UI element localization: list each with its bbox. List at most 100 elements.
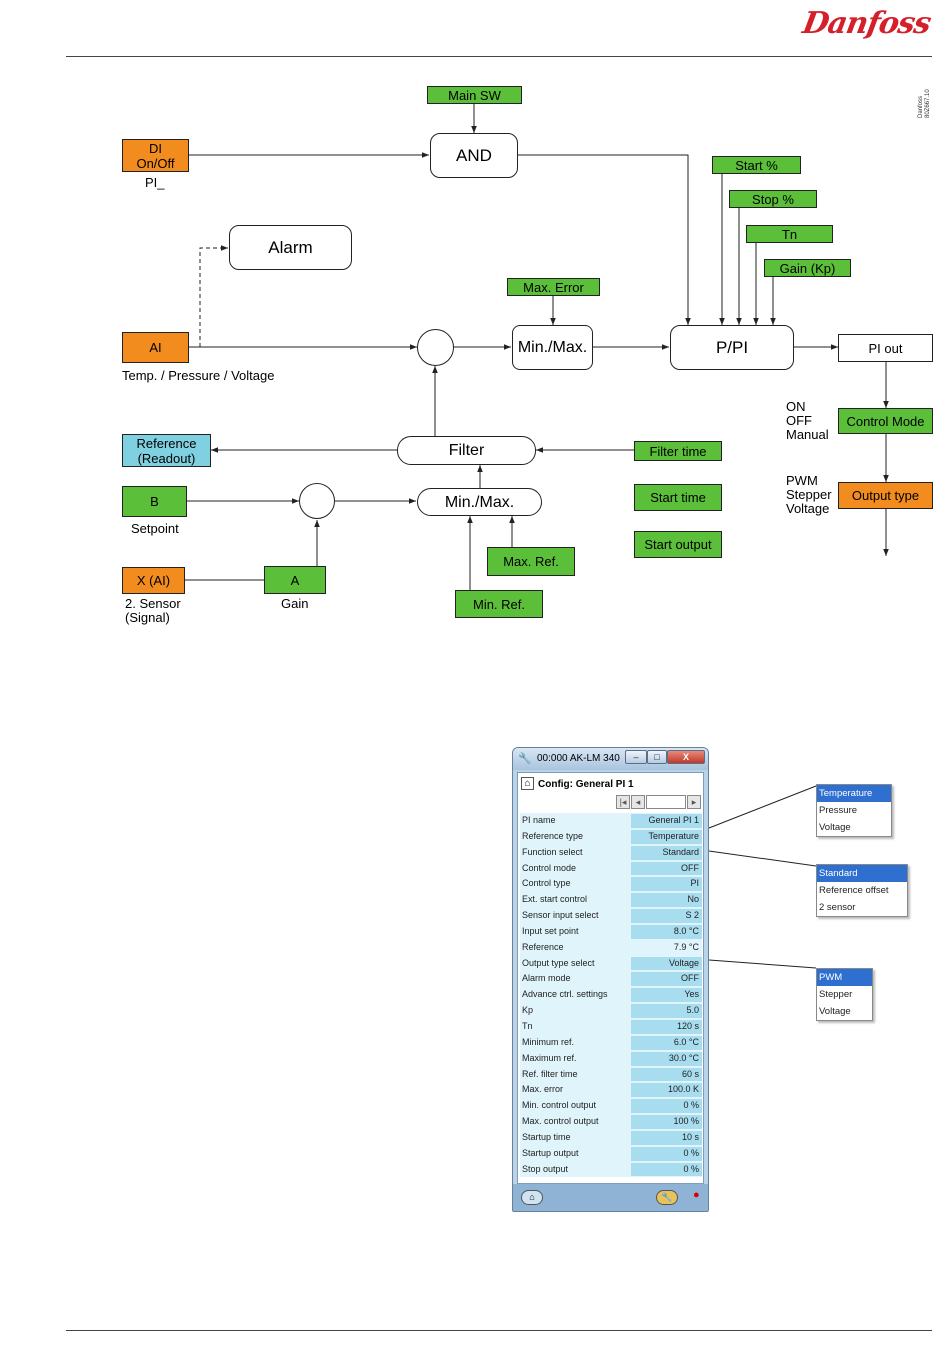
dropdown-option[interactable]: Reference offset xyxy=(819,885,889,896)
stop-pct-input: Stop % xyxy=(729,190,817,208)
minmax-upper-label: Min./Max. xyxy=(517,339,588,356)
output-type-block: Output type xyxy=(838,482,933,509)
config-row: Kp 5.0 xyxy=(520,1003,702,1019)
dropdown-option[interactable]: 2 sensor xyxy=(819,902,856,913)
start-output-input: Start output xyxy=(634,531,722,558)
config-row-name: Stop output xyxy=(522,1163,569,1174)
config-row-name: Ext. start control xyxy=(522,894,588,905)
di-label: DI On/Off xyxy=(136,140,175,171)
config-row-value[interactable]: 100 % xyxy=(631,1115,702,1129)
maximize-button[interactable]: □ xyxy=(647,750,667,764)
config-row-value[interactable]: 100.0 K xyxy=(631,1083,702,1098)
dropdown-option[interactable]: Standard xyxy=(817,865,907,882)
config-row-value[interactable]: Standard xyxy=(631,845,702,860)
config-row-value[interactable]: 120 s xyxy=(631,1019,702,1034)
config-row-name: Kp xyxy=(522,1005,534,1016)
config-row-value[interactable]: No xyxy=(631,893,702,908)
config-title: Config: General PI 1 xyxy=(538,779,634,790)
window-titlebar[interactable]: 🔧 00:000 AK-LM 340 – □ X xyxy=(513,748,708,770)
prev-page-icon[interactable]: ◂ xyxy=(631,795,645,809)
config-row-value[interactable]: OFF xyxy=(631,972,702,987)
config-row-value[interactable]: 5.0 xyxy=(631,1004,702,1018)
config-row-name: Output type select xyxy=(522,957,595,968)
config-row-name: Startup time xyxy=(522,1131,571,1142)
home-footer-icon[interactable]: ⌂ xyxy=(521,1190,543,1205)
alarm-bell-icon[interactable]: ● xyxy=(693,1189,700,1201)
dropdown-option[interactable]: Pressure xyxy=(819,805,858,816)
config-row-value[interactable]: PI xyxy=(631,877,702,892)
config-row-name: Control type xyxy=(522,878,571,889)
service-wrench-icon[interactable]: 🔧 xyxy=(656,1190,678,1205)
a-label: A xyxy=(290,572,300,588)
config-row-value[interactable]: 60 s xyxy=(631,1067,702,1082)
ppi-label: P/PI xyxy=(715,338,749,357)
config-row-name: Sensor input select xyxy=(522,910,599,921)
config-row-name: Minimum ref. xyxy=(522,1036,575,1047)
config-row-value[interactable]: 0 % xyxy=(631,1099,702,1114)
di-on-off-input: DI On/Off xyxy=(122,139,189,172)
dropdown-option[interactable]: Temperature xyxy=(817,785,891,802)
summing-junction-upper xyxy=(417,329,454,366)
config-row-value[interactable]: 0 % xyxy=(631,1146,702,1161)
close-button[interactable]: X xyxy=(667,750,705,764)
start-time-input: Start time xyxy=(634,484,722,511)
config-row-value[interactable]: S 2 xyxy=(631,909,702,923)
min-ref-input: Min. Ref. xyxy=(455,590,543,618)
minmax-lower-block: Min./Max. xyxy=(417,488,542,516)
ai-sublabel: Temp. / Pressure / Voltage xyxy=(122,368,275,383)
max-ref-input: Max. Ref. xyxy=(487,547,575,576)
wrench-icon: 🔧 xyxy=(518,753,532,765)
config-row-value[interactable]: Voltage xyxy=(631,956,702,971)
config-row-name: Alarm mode xyxy=(522,973,571,984)
window-footer: ⌂ 🔧 ● xyxy=(513,1184,708,1211)
dropdown-option[interactable]: Voltage xyxy=(819,822,851,833)
dropdown-option[interactable]: Stepper xyxy=(819,989,853,1000)
config-row-value[interactable]: 10 s xyxy=(631,1130,702,1145)
config-row: Minimum ref. 6.0 °C xyxy=(520,1035,702,1051)
main-sw-label: Main SW xyxy=(448,87,501,103)
stop-pct-label: Stop % xyxy=(752,191,794,207)
first-page-icon[interactable]: |◂ xyxy=(616,795,630,809)
config-row-value[interactable]: OFF xyxy=(631,861,702,876)
config-row: Control mode OFF xyxy=(520,861,702,877)
next-page-icon[interactable]: ▸ xyxy=(687,795,701,809)
b-label: B xyxy=(150,494,159,509)
alarm-block: Alarm xyxy=(229,225,352,270)
dropdown-option[interactable]: PWM xyxy=(817,969,872,986)
config-row-value[interactable]: General PI 1 xyxy=(631,814,702,828)
setpoint-label: Setpoint xyxy=(131,521,179,536)
filter-time-input: Filter time xyxy=(634,441,722,461)
minimize-button[interactable]: – xyxy=(625,750,647,764)
config-row-name: Control mode xyxy=(522,862,577,873)
config-row: Startup time 10 s xyxy=(520,1130,702,1146)
config-row-value[interactable]: 8.0 °C xyxy=(631,924,702,939)
config-row-value: 7.9 °C xyxy=(673,941,699,952)
home-icon[interactable]: ⌂ xyxy=(521,777,534,790)
config-row: Control type PI xyxy=(520,876,702,892)
dropdown-option[interactable]: Voltage xyxy=(819,1006,851,1017)
config-row-name: Input set point xyxy=(522,925,579,936)
filter-time-label: Filter time xyxy=(649,443,707,459)
config-row-value[interactable]: Temperature xyxy=(631,829,702,844)
alarm-label: Alarm xyxy=(268,238,313,257)
config-row-value[interactable]: 30.0 °C xyxy=(631,1051,702,1066)
config-window: 🔧 00:000 AK-LM 340 – □ X ⌂ Config: Gener… xyxy=(512,747,709,1212)
config-row: Input set point 8.0 °C xyxy=(520,924,702,940)
filter-label: Filter xyxy=(448,442,485,459)
gain-kp-input: Gain (Kp) xyxy=(764,259,851,277)
reference-readout: Reference (Readout) xyxy=(122,434,211,467)
page-indicator[interactable] xyxy=(646,795,686,809)
tn-input: Tn xyxy=(746,225,833,243)
config-row-value[interactable]: Yes xyxy=(631,988,702,1003)
config-row-value[interactable]: 0 % xyxy=(631,1162,702,1177)
config-row-value[interactable]: 6.0 °C xyxy=(631,1035,702,1050)
